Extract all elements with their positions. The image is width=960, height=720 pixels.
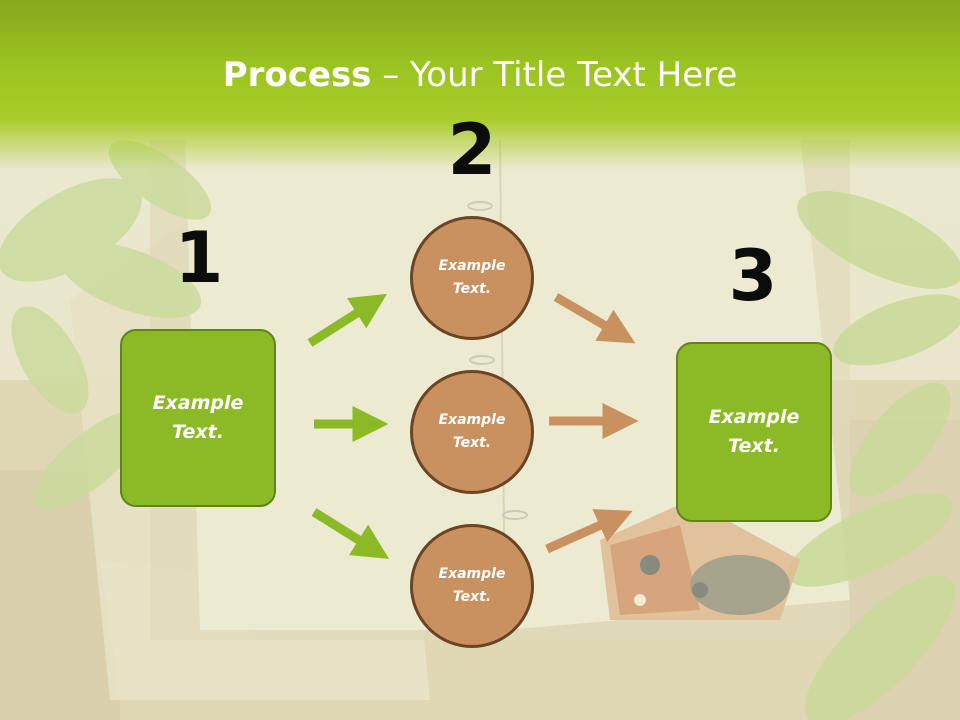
circle-middle-text: Example Text.	[438, 412, 506, 451]
left-green-box: Example Text.	[120, 329, 276, 507]
arrow-left-to-top	[307, 293, 387, 347]
left-box-text: Example Text.	[152, 392, 244, 443]
circle-bottom-text: Example Text.	[438, 566, 506, 605]
title-bold: Process	[222, 55, 372, 95]
circle-bottom: Example Text.	[410, 524, 534, 648]
arrow-left-to-bottom	[311, 508, 390, 559]
right-green-box: Example Text.	[676, 342, 832, 522]
circle-middle: Example Text.	[410, 370, 534, 494]
arrow-bottom-to-right	[545, 509, 633, 554]
step-number-3: 3	[728, 235, 778, 317]
title-bar	[0, 0, 960, 170]
right-box-text: Example Text.	[708, 406, 800, 457]
title-rest: – Your Title Text Here	[371, 55, 738, 95]
circle-top: Example Text.	[410, 216, 534, 340]
circle-top-text: Example Text.	[438, 258, 506, 297]
step-number-2: 2	[447, 109, 497, 191]
arrow-top-to-right	[553, 293, 636, 344]
step-number-1: 1	[174, 217, 224, 299]
butterfly-icon	[600, 500, 800, 620]
slide-title: Process – Your Title Text Here	[0, 52, 960, 98]
